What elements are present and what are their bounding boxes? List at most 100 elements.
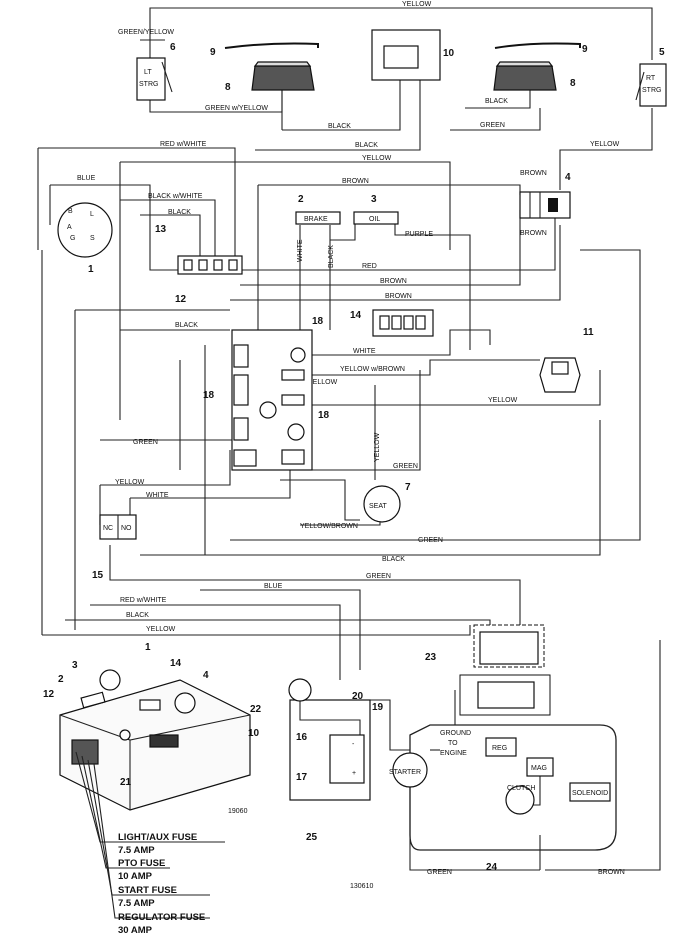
mag-label: MAG (531, 765, 547, 772)
callout: 17 (296, 772, 308, 783)
engine-connector (459, 624, 551, 716)
headlight-left (251, 61, 315, 91)
wire-label: BROWN (385, 293, 412, 300)
fuse-name: REGULATOR FUSE (118, 912, 205, 923)
callout: 10 (248, 728, 260, 739)
lt-strg-label-2: STRG (139, 81, 158, 88)
callout: 15 (92, 570, 104, 581)
wire-label: BLACK (328, 245, 335, 268)
fuse-amp: 7.5 AMP (118, 898, 155, 909)
wire-label: BLACK (126, 612, 149, 619)
key-terminal-b: B (68, 208, 73, 215)
nc-label: NC (103, 525, 113, 532)
headlight-lens-left (224, 42, 319, 49)
rt-strg-label-2: STRG (642, 87, 661, 94)
lt-strg-label-1: LT (144, 69, 152, 76)
oil-label: OIL (369, 216, 380, 223)
wire-label: YELLOW (590, 141, 620, 148)
ground-label-2: TO (448, 740, 458, 747)
callout: 7 (405, 482, 411, 493)
callout: 3 (371, 194, 377, 205)
wire-label: BROWN (520, 230, 547, 237)
wire-label: WHITE (146, 492, 169, 499)
callout: 24 (486, 862, 498, 873)
callout: 18 (203, 390, 215, 401)
callout: 8 (570, 78, 576, 89)
fuse-amp: 7.5 AMP (118, 845, 155, 856)
solenoid-label: SOLENOID (572, 790, 608, 797)
callout: 10 (443, 48, 455, 59)
hour-meter (372, 309, 434, 337)
wire-label: BLACK w/WHITE (148, 193, 203, 200)
wire-label: YELLOW (146, 626, 176, 633)
fuse-amp: 30 AMP (118, 925, 153, 936)
key-terminal-l: L (90, 211, 94, 218)
wire-label: BROWN (598, 869, 625, 876)
callout: 14 (350, 310, 362, 321)
ground-label-1: GROUND (440, 730, 471, 737)
wire-label: BLACK (175, 322, 198, 329)
wire-label: YELLOW (488, 397, 518, 404)
callout: 13 (155, 224, 167, 235)
fuse-name: LIGHT/AUX FUSE (118, 832, 197, 843)
wire-label: RED w/WHITE (120, 597, 167, 604)
wire-label: BROWN (342, 178, 369, 185)
wire-label: WHITE (297, 239, 304, 262)
fuse-name: PTO FUSE (118, 858, 165, 869)
callout: 22 (250, 704, 262, 715)
wire-label: BLACK (355, 142, 378, 149)
callout: 1 (145, 642, 151, 653)
callout: 2 (298, 194, 304, 205)
callout: 25 (306, 832, 318, 843)
wire-label: YELLOW (115, 479, 145, 486)
callout: 18 (318, 410, 330, 421)
wire-label: YELLOW (308, 379, 338, 386)
control-module-board (231, 329, 313, 471)
wire-label: RED w/WHITE (160, 141, 207, 148)
wire-label: BROWN (520, 170, 547, 177)
callout: 20 (352, 691, 364, 702)
wire-label: WHITE (353, 348, 376, 355)
wire-label: GREEN (366, 573, 391, 580)
battery-plus: + (352, 770, 356, 777)
callout: 14 (170, 658, 182, 669)
pto-relay (539, 357, 581, 393)
engine-outline: STARTER GROUND TO ENGINE REG MAG SOLENOI… (389, 724, 617, 851)
wire-label: YELLOW/BROWN (300, 523, 358, 530)
battery-minus: - (352, 741, 355, 748)
wire-label: GREEN (418, 537, 443, 544)
battery-assembly: - + (288, 678, 371, 801)
callout: 1 (88, 264, 94, 275)
wire-label: YELLOW (362, 155, 392, 162)
brake-switch: BRAKE (295, 211, 341, 225)
callout: 11 (583, 327, 594, 338)
hour-meter-module (371, 29, 441, 81)
key-terminal-a: A (67, 224, 72, 231)
fuse-legend: LIGHT/AUX FUSE 7.5 AMP PTO FUSE 10 AMP S… (118, 832, 205, 936)
callout: 23 (425, 652, 437, 663)
wire-label: BLACK (328, 123, 351, 130)
wire-label: GREEN (393, 463, 418, 470)
callout: 4 (565, 172, 571, 183)
fuse-leader-lines (75, 751, 225, 919)
callout: 21 (120, 777, 132, 788)
headlight-lens-right (494, 42, 581, 49)
main-drawing-number: 130610 (350, 883, 373, 890)
callout: 12 (43, 689, 55, 700)
lt-steering-switch: LT STRG (136, 57, 173, 101)
wire-label: BLACK (485, 98, 508, 105)
callout: 8 (225, 82, 231, 93)
callout: 16 (296, 732, 308, 743)
wire-label: YELLOW (402, 1, 432, 8)
callout: 9 (210, 47, 216, 58)
rt-strg-label-1: RT (646, 75, 656, 82)
rt-steering-switch: RT STRG (635, 63, 667, 107)
no-label: NO (121, 525, 132, 532)
callout: 12 (175, 294, 187, 305)
callout: 18 (312, 316, 324, 327)
wire-label: YELLOW w/BROWN (340, 366, 405, 373)
panel-drawing-number: 19060 (228, 808, 248, 815)
diode-pack (519, 191, 571, 219)
seat-switch: SEAT (363, 485, 401, 523)
